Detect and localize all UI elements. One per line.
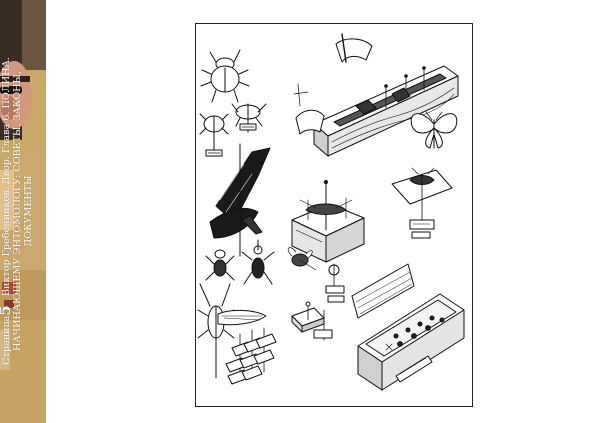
small-bug-left bbox=[199, 113, 229, 157]
chapter-subtitle: НАЧИНАЮЩЕМУ ЭНТОМОЛОГУ: СОВЕТЫ, ЗАКОНЫ, bbox=[12, 71, 23, 351]
bee-drawing bbox=[287, 247, 345, 303]
collection-box bbox=[351, 263, 465, 391]
specimen-block bbox=[291, 179, 365, 263]
label-tags-group bbox=[225, 327, 277, 385]
butterfly-drawing bbox=[410, 111, 458, 149]
page-label: Страница bbox=[1, 315, 12, 365]
illustration-panel bbox=[195, 23, 473, 407]
chapter-line: Виктор Гребенников. Двор. Глава 6. ПОЛИН… bbox=[1, 57, 12, 297]
sidebar-strip: Страница5 Виктор Гребенников. Двор. Глав… bbox=[0, 0, 46, 423]
sidebar-caption: Страница5 Виктор Гребенников. Двор. Глав… bbox=[0, 0, 46, 423]
dark-moth-drawing bbox=[209, 143, 271, 257]
author-photo bbox=[0, 0, 46, 423]
longhorn-beetle-drawing bbox=[197, 283, 267, 379]
specimen-card-right bbox=[391, 167, 453, 239]
pin-stand-drawing bbox=[291, 301, 333, 341]
chapter-subtitle-cont: ДОКУМЕНТЫ bbox=[23, 175, 34, 247]
small-bug-right bbox=[231, 103, 267, 133]
entomology-illustration bbox=[197, 33, 465, 391]
hands-drawing bbox=[293, 33, 373, 135]
beetle-drawing bbox=[200, 49, 250, 103]
pinning-board bbox=[313, 65, 459, 157]
ants-drawing bbox=[205, 239, 275, 285]
